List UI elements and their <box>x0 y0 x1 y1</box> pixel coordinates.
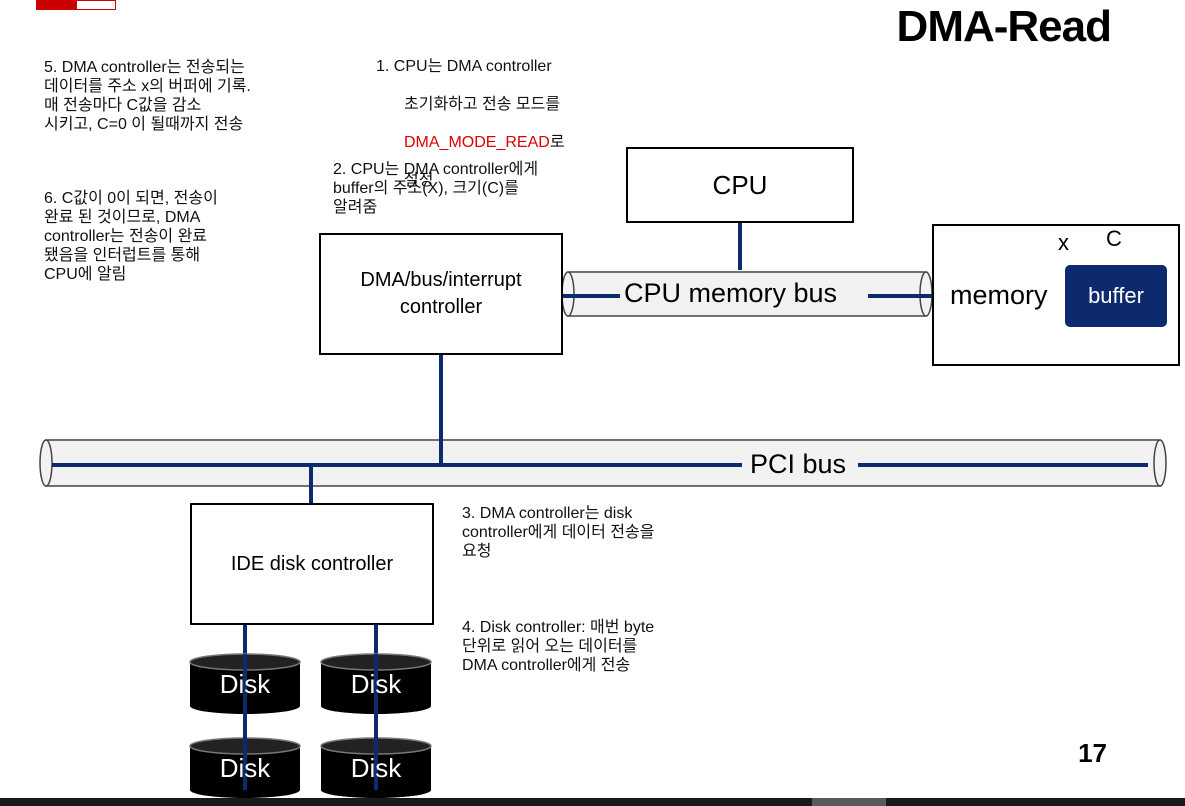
logo <box>36 0 116 10</box>
dma-mode-read-label: DMA_MODE_READ <box>404 134 550 151</box>
step-1-line-4: 설정 <box>404 172 434 189</box>
page-number: 17 <box>1078 738 1107 768</box>
step-6-note: 6. C값이 0이 되면, 전송이 완료 된 것이므로, DMA control… <box>44 190 218 283</box>
step-4-note: 4. Disk controller: 매번 byte 단위로 읽어 오는 데이… <box>462 619 655 674</box>
step-1-line-3: DMA_MODE_READ로 <box>404 134 565 151</box>
cpu-box: CPU <box>626 147 854 223</box>
step-5-note: 5. DMA controller는 전송되는 데이터를 주소 x의 버퍼에 기… <box>44 59 251 133</box>
buffer-address-x-label: x <box>1058 230 1069 255</box>
memory-label: memory <box>950 279 1048 310</box>
slide-title: DMA-Read <box>896 2 1112 51</box>
step-2-note: 2. CPU는 DMA controller에게 buffer의 주소(X), … <box>333 161 539 216</box>
pci-bus-label: PCI bus <box>748 449 849 480</box>
bottom-bar <box>0 798 1185 806</box>
cpu-memory-bus-label: CPU memory bus <box>622 278 840 309</box>
disk-4-label: Disk <box>350 753 402 783</box>
buffer-block: buffer <box>1065 265 1167 327</box>
dma-controller-box: DMA/bus/interrupt controller <box>319 233 563 355</box>
disk-2-label: Disk <box>350 669 402 699</box>
step-1-line-2: 초기화하고 전송 모드를 <box>404 96 561 113</box>
disk-1-label: Disk <box>219 669 271 699</box>
step-3-note: 3. DMA controller는 disk controller에게 데이터… <box>462 505 655 560</box>
step-1-note: 1. CPU는 DMA controller 초기화하고 전송 모드를 DMA_… <box>376 38 565 209</box>
ide-disk-controller-box: IDE disk controller <box>190 503 434 625</box>
disk-3-label: Disk <box>219 753 271 783</box>
step-1-line-1: 1. CPU는 DMA controller <box>376 58 552 75</box>
buffer-size-c-label: C <box>1106 226 1122 251</box>
